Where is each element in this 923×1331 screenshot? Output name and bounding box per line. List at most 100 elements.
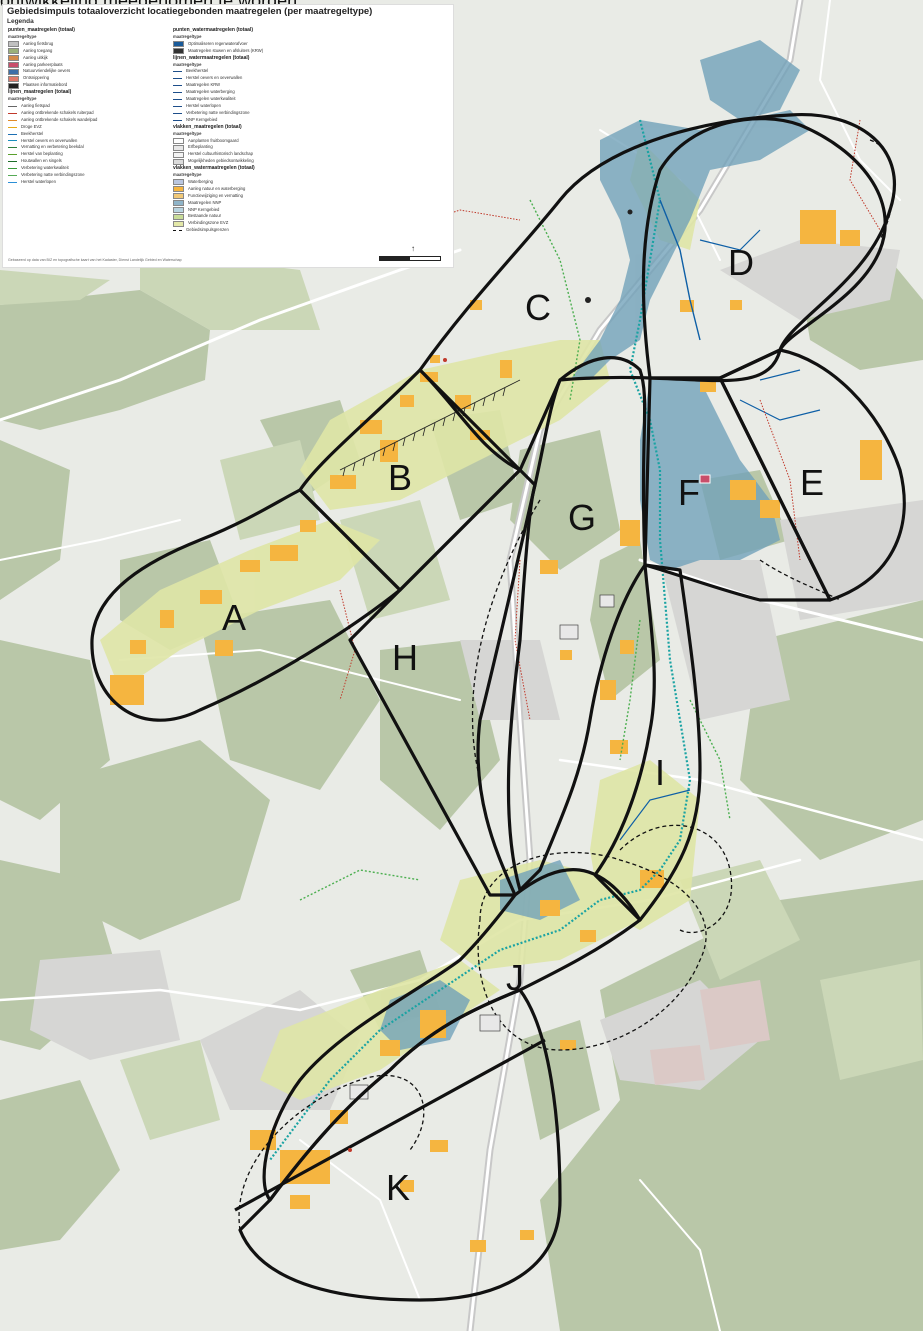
legend-entry: Verbindingszone EVZ: [173, 220, 445, 227]
scale-bar: [379, 256, 441, 261]
legend-swatch: [173, 78, 182, 80]
zone-label-k: K: [386, 1167, 410, 1208]
zone-label-b: B: [388, 457, 412, 498]
legend-swatch: [173, 92, 182, 94]
legend-swatch: [8, 55, 19, 62]
legend-swatch: [8, 41, 19, 48]
legend-entry-label: Aanleg uitkijk: [23, 54, 48, 60]
legend-entry: Aanleg fietsbrug: [8, 41, 168, 48]
legend-swatch: [8, 61, 19, 68]
legend-entry: Plaatsen informatiebord: [8, 82, 168, 89]
zone-label-j: J: [506, 957, 524, 998]
legend-entry: Droge EVZ: [8, 124, 168, 131]
legend-column-2: punten_watermaatregelen (totaal) maatrege…: [173, 27, 445, 234]
legend-entry-label: Plaatsen informatiebord: [23, 82, 68, 88]
legend-entry-label: Aanleg parkeerplaats: [23, 61, 63, 67]
legend-swatch: [173, 144, 184, 151]
zone-label-h: H: [392, 637, 418, 678]
legend-entry: Houtwallen en singels: [8, 158, 168, 165]
legend-entry: Optimaliseren regenwaterafvoer: [173, 41, 445, 48]
legend-entry: Aanplanten fruitboomgaard: [173, 138, 445, 145]
legend-entry: Maatregelen waterkwaliteit: [173, 96, 445, 103]
legend-swatch: [8, 161, 17, 163]
zone-label-f: F: [678, 472, 700, 513]
legend-entry: Aanleg ontbrekende schakels ruiterpad: [8, 110, 168, 117]
legend-entry: Herstel van beplanting: [8, 151, 168, 158]
legend-section-heading: vlakken_maatregelen (totaal): [173, 123, 242, 130]
legend-entry: Bestaande natuur: [173, 213, 445, 220]
legend-swatch: [173, 186, 184, 193]
legend-entry: Aanleg fietspad: [8, 103, 168, 110]
legend-entry: Herstel waterlopen: [173, 103, 445, 110]
legend-entry: Verbetering waterkwaliteit: [8, 165, 168, 172]
legend-swatch: [8, 119, 17, 121]
legend-swatch: [8, 154, 17, 156]
legend-entry-label: Herstel van beplanting: [21, 151, 63, 157]
north-arrow-icon: ↑: [411, 244, 415, 253]
legend-entry-label: Herstel waterlopen: [186, 102, 221, 108]
legend-entry-label: Maatregelen waterberging: [186, 89, 235, 95]
legend-swatch: [173, 158, 184, 165]
legend-entry-label: Maatregelen NNP: [188, 199, 222, 205]
zone-outline-h: [348, 468, 537, 897]
zone-outline-a: [90, 488, 402, 722]
legend-swatch: [173, 41, 184, 48]
legend-entry-label: Verbindingszone EVZ: [188, 220, 229, 226]
legend-swatch: [8, 112, 17, 114]
legend-column-1: punten_maatregelen (totaal)maatregeltype…: [8, 27, 168, 186]
legend-entry: NNP Kerngebied: [173, 117, 445, 124]
legend-entry: NNP Kerngebied: [173, 207, 445, 214]
legend-swatch: [173, 71, 182, 73]
legend-swatch: [8, 168, 17, 170]
light-green-areas: [0, 250, 923, 1140]
zone-outline-e: [718, 348, 906, 602]
legend-section-heading: punten_watermaatregelen (totaal): [173, 27, 254, 33]
legend-swatch: [173, 193, 184, 200]
legend-swatch: [173, 105, 182, 107]
legend-swatch: [173, 119, 182, 121]
legend-entry: Herstel cultuurhistorisch landschap: [173, 151, 445, 158]
point-markers: [348, 209, 711, 1152]
legend-entry-label: Herstel oevers en oeverwallen: [21, 137, 78, 143]
zone-outline-c: [418, 112, 896, 472]
hatched-patches: [349, 594, 615, 1100]
legend-swatch: [173, 99, 182, 101]
legend-entry: Herstel oevers en oeverwallen: [173, 75, 445, 82]
legend-swatch: [8, 105, 17, 107]
legend-entry: Erfbeplanting: [173, 144, 445, 151]
legend-entry: Verbetering natte verbindingszone: [173, 110, 445, 117]
legend-entry-label: Herstel cultuurhistorisch landschap: [188, 151, 253, 157]
legend-entry-label: NNP Kerngebied: [186, 116, 218, 122]
zone-label-g: G: [568, 497, 596, 538]
legend-entry-label: Verbetering waterkwaliteit: [21, 165, 69, 171]
legend-entry: Aanleg uitkijk: [8, 55, 168, 62]
legend-entry-label: Verbetering natte verbindingszone: [21, 172, 85, 178]
nature-lines: [299, 199, 731, 901]
legend-swatch: [8, 147, 17, 149]
legend-swatch: [8, 181, 17, 183]
legend-subheading: maatregeltype: [8, 33, 37, 39]
legend-entry-label: Maatregelen KRW: [186, 82, 221, 88]
legend-entry: Verbetering natte verbindingszone: [8, 172, 168, 179]
legend-swatch: [173, 200, 184, 207]
legend-swatch: [173, 220, 184, 227]
zone-outline-d: [641, 117, 887, 380]
legend-entry-label: Ontsnippering: [23, 75, 50, 81]
legend-swatch: [173, 112, 182, 114]
legend-entry: Maatregelen KRW: [173, 82, 445, 89]
legend-entry-label: Aanplanten fruitboomgaard: [188, 137, 239, 143]
legend-swatch: [173, 48, 184, 55]
legend-entry-label: Optimaliseren regenwaterafvoer: [188, 40, 248, 46]
legend-entry-label: Maatregelen stuwen en afsluiters (KRW): [188, 47, 264, 53]
legend-swatch: [8, 82, 19, 89]
zone-label-c: C: [525, 287, 551, 328]
legend-subheading: maatregeltype: [173, 130, 202, 136]
legend-footer: Gebaseerd op data van BIZ en topografisc…: [8, 258, 182, 263]
legend-entry: Maatregelen stuwen en afsluiters (KRW): [173, 48, 445, 55]
zone-labels: A B C D E F G H I J K: [222, 242, 824, 1208]
legend-entry-label: Houtwallen en singels: [21, 158, 62, 164]
legend-entry-label: Vernatting en verbetering beekdal: [21, 144, 84, 150]
legend-entry-label: Herstel waterlopen: [21, 178, 56, 184]
